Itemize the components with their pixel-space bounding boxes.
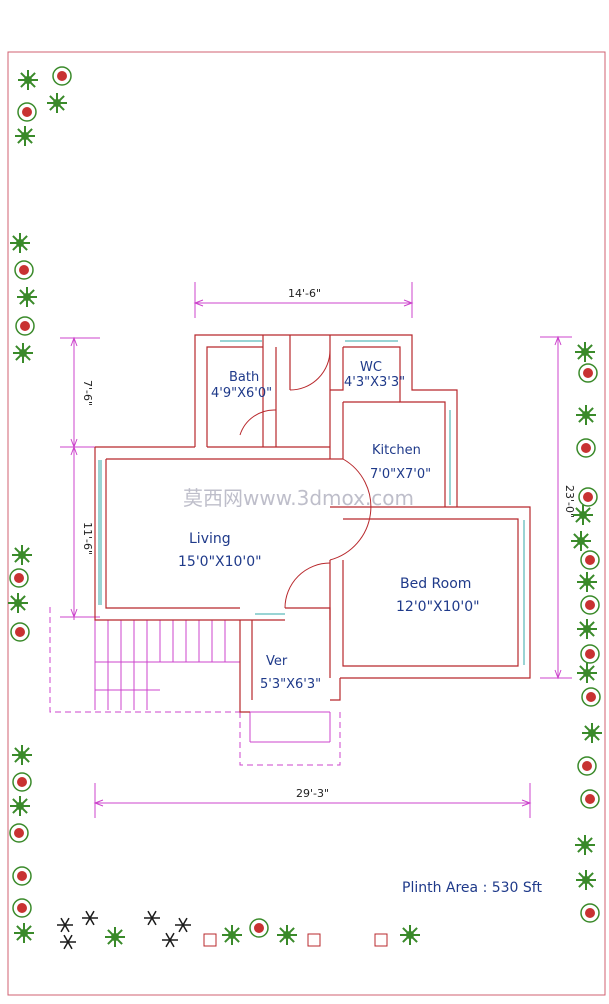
shrub-icon (12, 745, 32, 765)
shrub-icon (576, 870, 596, 890)
front-steps (94, 620, 331, 743)
flower-pot-icon (12, 866, 32, 886)
grass-tuft-icon (57, 917, 73, 933)
flower-pot-icon (580, 789, 600, 809)
shrub-icon (15, 126, 35, 146)
grass-tuft-icon (60, 934, 76, 950)
room-verandah-size: 5'3"X6'3" (260, 677, 321, 692)
room-kitchen-name: Kitchen (372, 443, 421, 458)
room-kitchen-size: 7'0"X7'0" (370, 467, 431, 482)
flower-pot-icon (9, 823, 29, 843)
shrub-icon (14, 923, 34, 943)
shrub-icon (10, 233, 30, 253)
shrub-icon (575, 342, 595, 362)
door-swings (239, 349, 372, 609)
flower-pot-icon (249, 918, 269, 938)
dim-top-label: 14'-6" (288, 287, 321, 300)
flower-pot-icon (9, 568, 29, 588)
flower-pot-icon (15, 316, 35, 336)
dim-bottom-label: 29'-3" (296, 787, 329, 800)
grass-tuft-icon (162, 932, 178, 948)
dim-left-upper-label: 7'-6" (81, 380, 94, 406)
flower-pot-icon (52, 66, 72, 86)
flower-pot-icon (17, 102, 37, 122)
room-wc-size: 4'3"X3'3" (344, 375, 405, 390)
shrub-icon (577, 663, 597, 683)
walls (94, 334, 531, 713)
dimension-lines (60, 282, 572, 818)
room-bedroom-name: Bed Room (400, 576, 471, 592)
planter-boxes (203, 933, 388, 947)
shrub-icon (573, 505, 593, 525)
shrub-icon (576, 405, 596, 425)
shrub-icon (577, 619, 597, 639)
windows (98, 340, 525, 665)
shrub-icon (582, 723, 602, 743)
flower-pot-icon (581, 687, 601, 707)
shrub-icon (17, 287, 37, 307)
grass-tuft-icon (175, 917, 191, 933)
flower-pot-icon (577, 756, 597, 776)
room-bath-size: 4'9"X6'0" (211, 386, 272, 401)
plinth-area-label: Plinth Area : 530 Sft (402, 880, 542, 896)
flower-pot-icon (14, 260, 34, 280)
watermark: 莫西网www.3dmox.com (183, 486, 414, 510)
shrub-icon (47, 93, 67, 113)
shrub-icon (222, 925, 242, 945)
shrub-icon (277, 925, 297, 945)
flower-pot-icon (576, 438, 596, 458)
flower-pot-icon (580, 595, 600, 615)
flower-pot-icon (578, 487, 598, 507)
shrub-icon (12, 545, 32, 565)
shrub-icon (105, 927, 125, 947)
shrub-icon (571, 531, 591, 551)
flower-pot-icon (580, 644, 600, 664)
room-bath-name: Bath (229, 370, 259, 385)
shrub-icon (577, 572, 597, 592)
dim-left-lower-label: 11'-6" (81, 522, 94, 555)
shrub-icon (8, 593, 28, 613)
room-wc-name: WC (360, 360, 382, 375)
shrub-icon (400, 925, 420, 945)
landscape-plants (8, 66, 602, 950)
room-living-name: Living (189, 531, 231, 547)
shrub-icon (575, 835, 595, 855)
room-verandah-name: Ver (266, 654, 288, 669)
shrub-icon (13, 343, 33, 363)
flower-pot-icon (580, 903, 600, 923)
room-living-size: 15'0"X10'0" (178, 554, 262, 570)
flower-pot-icon (580, 550, 600, 570)
flower-pot-icon (10, 622, 30, 642)
room-bedroom-size: 12'0"X10'0" (396, 599, 480, 615)
grass-tuft-icon (82, 910, 98, 926)
flower-pot-icon (578, 363, 598, 383)
plinth-outline (49, 607, 341, 766)
plot-boundary (7, 51, 606, 996)
flower-pot-icon (12, 898, 32, 918)
shrub-icon (10, 796, 30, 816)
grass-tuft-icon (144, 910, 160, 926)
dim-right-label: 23'-0" (563, 485, 576, 518)
shrub-icon (18, 70, 38, 90)
flower-pot-icon (12, 772, 32, 792)
